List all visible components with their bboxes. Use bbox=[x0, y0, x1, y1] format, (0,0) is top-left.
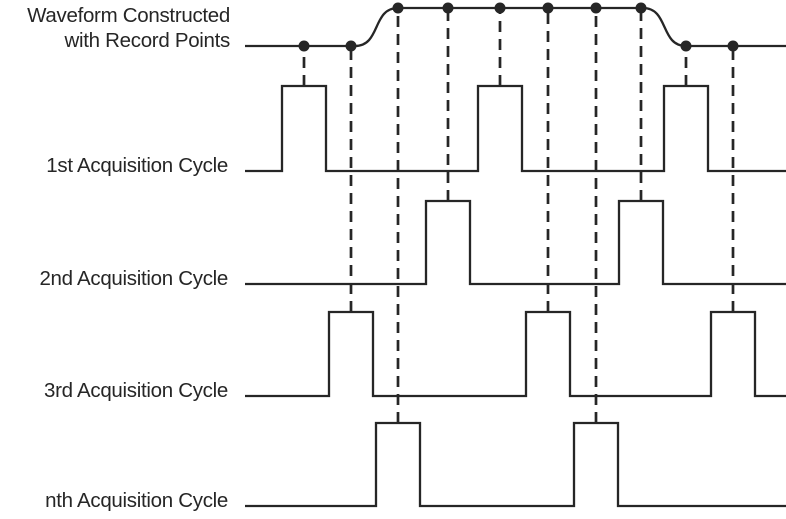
record-point-dot bbox=[392, 2, 404, 14]
acquisition-row-waveform bbox=[245, 84, 786, 173]
record-point-dot bbox=[298, 40, 310, 52]
record-point-dot bbox=[727, 40, 739, 52]
diagram-title-line1: Waveform Constructed bbox=[27, 4, 230, 27]
record-point-dot bbox=[542, 2, 554, 14]
constructed-waveform-path bbox=[245, 6, 786, 48]
record-point-dot bbox=[680, 40, 692, 52]
acquisition-row-waveform bbox=[245, 421, 786, 508]
acquisition-row-waveform bbox=[245, 199, 786, 286]
record-point-dot bbox=[635, 2, 647, 14]
record-point-dot bbox=[590, 2, 602, 14]
diagram-title: Waveform Constructed with Record Points bbox=[27, 3, 230, 53]
record-point-dot bbox=[442, 2, 454, 14]
row-label-2nd-acquisition-cycle: 2nd Acquisition Cycle bbox=[39, 267, 228, 290]
row-label-1st-acquisition-cycle: 1st Acquisition Cycle bbox=[46, 154, 228, 177]
diagram-title-line2: with Record Points bbox=[64, 29, 230, 52]
acquisition-row-waveform bbox=[245, 310, 786, 398]
record-point-dot bbox=[345, 40, 357, 52]
row-label-nth-acquisition-cycle: nth Acquisition Cycle bbox=[45, 489, 228, 512]
row-label-3rd-acquisition-cycle: 3rd Acquisition Cycle bbox=[44, 379, 228, 402]
record-point-dot bbox=[494, 2, 506, 14]
